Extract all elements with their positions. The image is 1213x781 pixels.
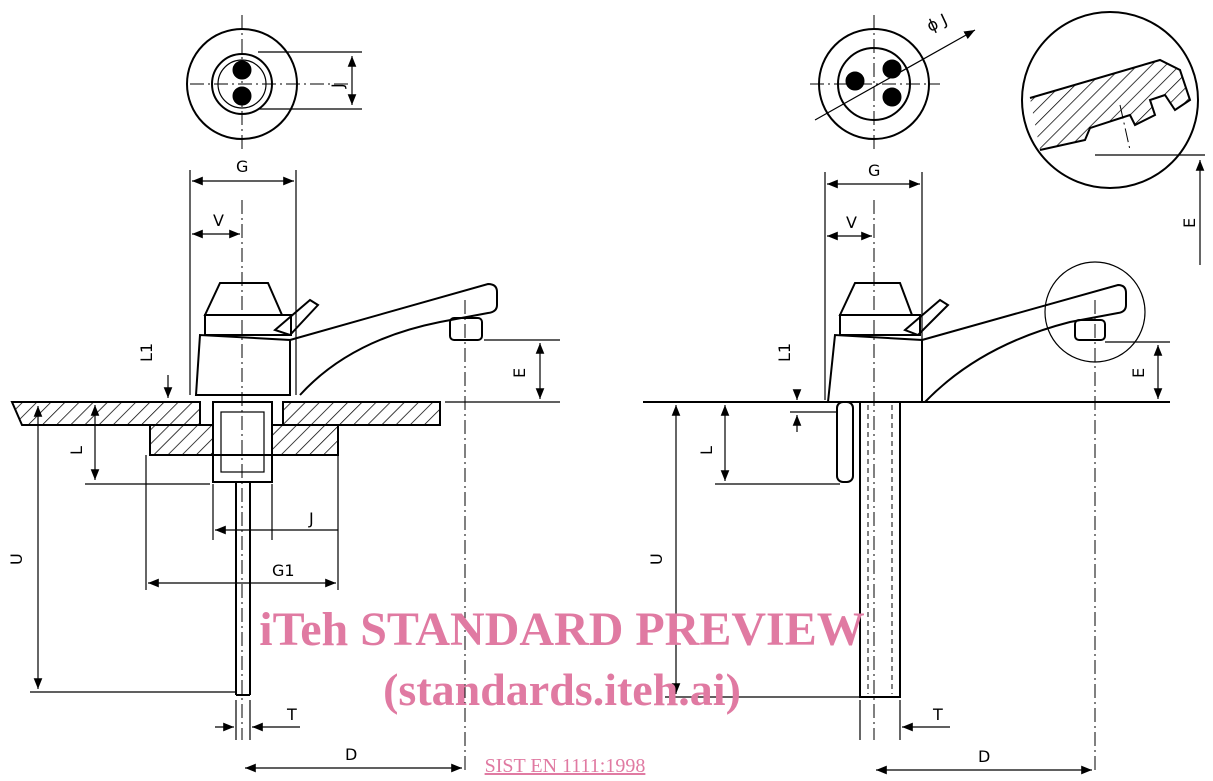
label-E-left: E: [510, 368, 529, 378]
label-J-lower-left: J: [308, 509, 314, 528]
label-V-right: V: [846, 213, 857, 232]
label-L-right: L: [697, 446, 716, 455]
label-U-left: U: [7, 553, 26, 565]
label-T-left: T: [286, 705, 297, 724]
label-T-right: T: [932, 705, 943, 724]
label-E-right: E: [1129, 368, 1148, 378]
right-top-view: [810, 15, 976, 150]
label-G-left: G: [236, 157, 248, 176]
label-E-detail: E: [1180, 218, 1199, 228]
label-G1-left: G1: [272, 561, 295, 580]
watermark-title: iTeh STANDARD PREVIEW: [259, 603, 864, 656]
left-figure: G V J L1 L U E J G1 T D: [7, 15, 560, 773]
watermark-subtitle: (standards.iteh.ai): [383, 664, 741, 715]
left-top-view: [186, 15, 362, 150]
left-deck-section: [10, 401, 441, 456]
label-G-right: G: [868, 161, 880, 180]
label-L-left: L: [67, 446, 86, 455]
left-connector: [212, 401, 273, 696]
label-D-left: D: [345, 745, 357, 764]
label-L1-right: L1: [775, 343, 794, 362]
right-pipes: [836, 401, 901, 698]
label-U-right: U: [647, 553, 666, 565]
left-faucet-body: [194, 282, 498, 770]
label-phiJ: ϕ J: [924, 10, 950, 36]
label-D-right: D: [978, 747, 990, 766]
label-V-left: V: [213, 211, 224, 230]
standard-link[interactable]: SIST EN 1111:1998: [485, 755, 646, 777]
label-L1-left: L1: [137, 343, 156, 362]
label-J-top-left: J: [328, 83, 347, 89]
right-faucet-body: [826, 261, 1146, 770]
detail-view: [1021, 11, 1205, 265]
